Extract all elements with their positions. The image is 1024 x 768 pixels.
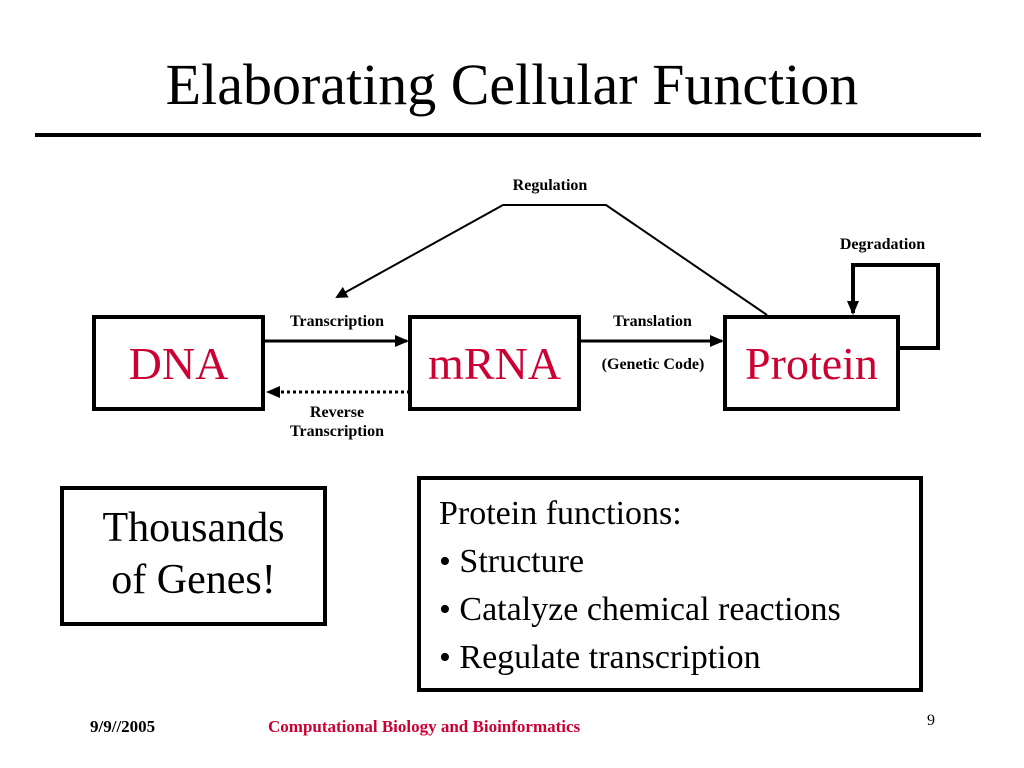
protein-function-item: • Catalyze chemical reactions bbox=[439, 591, 841, 628]
genes-box-text: Thousands of Genes! bbox=[102, 505, 285, 603]
protein-node: Protein bbox=[723, 315, 900, 411]
footer-date: 9/9//2005 bbox=[90, 717, 156, 736]
dna-node: DNA bbox=[92, 315, 265, 411]
regulation-arrow bbox=[335, 204, 768, 316]
degradation-label: Degradation bbox=[839, 236, 926, 253]
transcription-label: Transcription bbox=[290, 313, 384, 330]
regulation-label: Regulation bbox=[512, 177, 588, 194]
mrna-node: mRNA bbox=[408, 315, 581, 411]
degradation-arrow bbox=[847, 263, 940, 350]
reverse-transcription-label-line2: Transcription bbox=[290, 423, 384, 440]
translation-label: Translation bbox=[613, 313, 692, 330]
slide-title: Elaborating Cellular Function bbox=[165, 52, 859, 117]
protein-function-item: • Regulate transcription bbox=[439, 639, 761, 676]
title-divider bbox=[35, 133, 981, 137]
genetic-code-label: (Genetic Code) bbox=[601, 356, 705, 373]
protein-node-label: Protein bbox=[745, 337, 878, 389]
mrna-node-label: mRNA bbox=[428, 337, 561, 389]
reverse-transcription-label-line1: Reverse bbox=[309, 404, 365, 421]
protein-function-item: • Structure bbox=[439, 543, 585, 580]
dna-node-label: DNA bbox=[128, 337, 229, 389]
protein-functions-box: Protein functions: • Structure • Catalyz… bbox=[417, 476, 923, 692]
protein-functions-heading: Protein functions: bbox=[439, 495, 682, 532]
footer-course: Computational Biology and Bioinformatics bbox=[268, 717, 581, 736]
flow-diagram bbox=[265, 204, 940, 398]
genes-box: Thousands of Genes! bbox=[60, 486, 327, 626]
page-number: 9 bbox=[927, 712, 935, 729]
